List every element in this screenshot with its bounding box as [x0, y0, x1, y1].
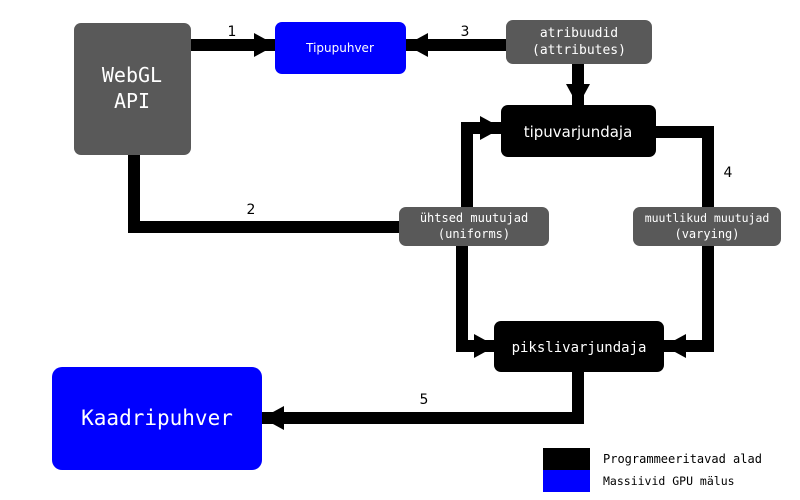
arrow-uniforms-to-fragment-shader [456, 246, 496, 358]
legend-label-programmable: Programmeeritavad alad [603, 452, 762, 466]
edge-label-2: 2 [247, 202, 256, 218]
fragment-shader-node: pikslivarjundaja [494, 321, 664, 372]
webgl-api-line1: WebGL [102, 63, 162, 87]
legend-swatch-programmable [543, 448, 590, 470]
uniforms-node: ühtsed muutujad (uniforms) [399, 207, 549, 246]
vertex-buffer-node: Tipupuhver [275, 22, 406, 74]
attributes-line2: (attributes) [532, 43, 626, 58]
edge-label-5: 5 [420, 392, 429, 408]
attributes-node: atribuudid (attributes) [506, 20, 652, 64]
varying-node: muutlikud muutujad (varying) [633, 207, 781, 246]
connectors [128, 33, 714, 430]
fragment-shader-label: pikslivarjundaja [512, 340, 647, 356]
legend: Programmeeritavad alad Massiivid GPU mäl… [543, 448, 762, 492]
varying-line1: muutlikud muutujad [645, 211, 770, 225]
framebuffer-label: Kaadripuhver [81, 406, 233, 430]
arrow-2 [128, 155, 400, 233]
arrow-varying-to-fragment-shader [664, 246, 714, 358]
vertex-buffer-label: Tipupuhver [305, 41, 374, 55]
webgl-api-line2: API [114, 89, 150, 113]
vertex-shader-label: tipuvarjundaja [524, 123, 633, 141]
legend-swatch-gpu-arrays [543, 470, 590, 492]
edge-label-1: 1 [228, 24, 237, 40]
arrow-5 [262, 372, 584, 430]
arrow-4 [655, 126, 714, 208]
varying-line2: (varying) [674, 227, 739, 241]
webgl-api-node: WebGL API [74, 23, 191, 155]
uniforms-line1: ühtsed muutujad [420, 211, 528, 225]
edge-label-4: 4 [724, 165, 733, 181]
legend-label-gpu-arrays: Massiivid GPU mälus [603, 474, 735, 488]
vertex-shader-node: tipuvarjundaja [501, 105, 656, 157]
attributes-line1: atribuudid [540, 26, 618, 41]
edge-label-3: 3 [461, 24, 470, 40]
framebuffer-node: Kaadripuhver [52, 367, 262, 470]
uniforms-line2: (uniforms) [438, 227, 510, 241]
edge-labels: 1 2 3 4 5 [228, 24, 733, 408]
arrow-uniforms-to-vertex-shader [461, 116, 502, 208]
